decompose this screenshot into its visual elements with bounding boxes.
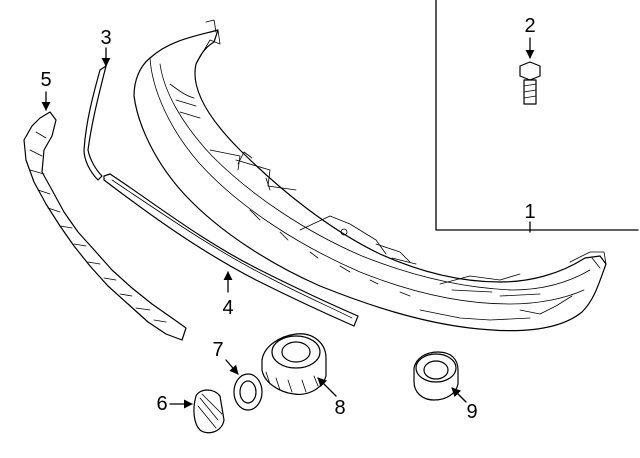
callout-8: 8 [334,397,345,419]
callout-9: 9 [466,401,477,423]
part-4-weatherstrip [103,173,359,327]
part-3-strip [83,47,111,181]
part-1-upper-support [133,19,607,332]
callout-7: 7 [212,339,223,361]
part-7-ring [225,359,263,411]
callout-6: 6 [156,393,167,415]
callout-4: 4 [222,297,233,319]
part-5-grille-strip [23,91,187,341]
callout-1: 1 [524,201,535,223]
callout-5: 5 [40,69,51,91]
part-6-clip [169,389,225,434]
part-9-bezel [413,351,467,403]
callout-3: 3 [100,27,111,49]
group-box-border [435,0,639,231]
part-8-sensor-housing [261,333,337,397]
callout-2: 2 [524,15,535,37]
part-2-bolt [519,37,541,105]
